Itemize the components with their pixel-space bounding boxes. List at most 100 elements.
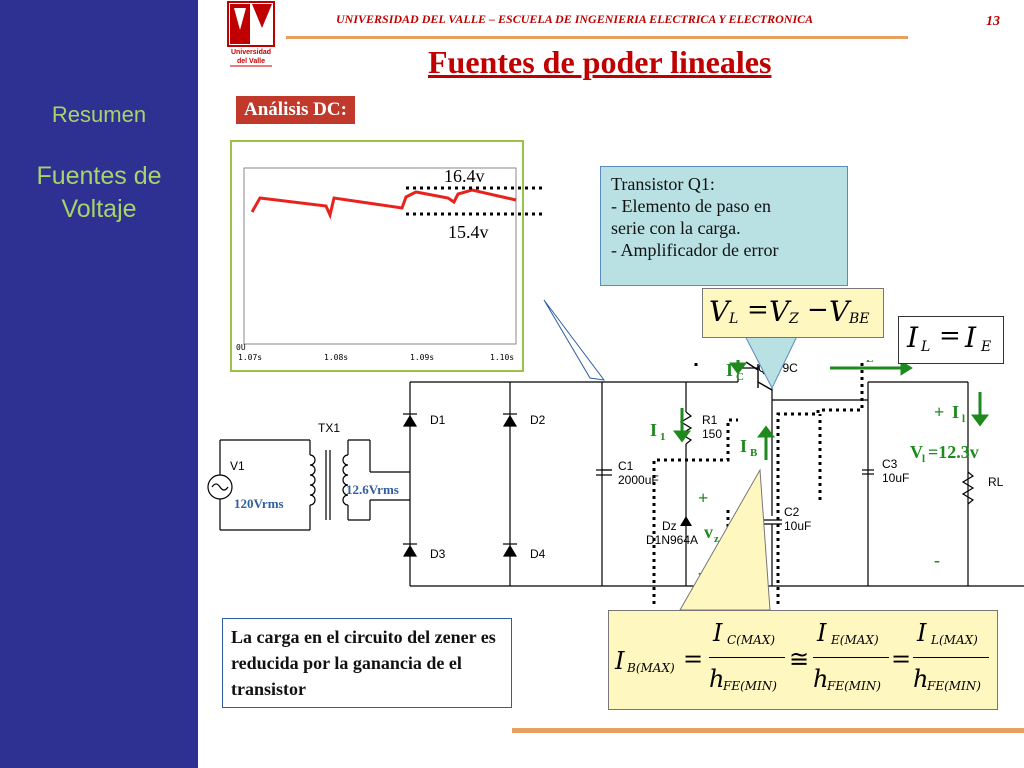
label-rl: RL <box>988 475 1004 489</box>
label-primary-voltage: 120Vrms <box>234 496 284 511</box>
scope-plot: 0U 1.07s 1.08s 1.09s 1.10s <box>230 140 524 372</box>
ib-d3: h <box>913 665 929 693</box>
label-d1: D1 <box>430 413 446 427</box>
ib-n2-sub: E(MAX) <box>831 633 879 647</box>
scope-x-tick-4: 1.10s <box>490 353 514 362</box>
ib-eq-2: = <box>891 645 912 673</box>
label-c3: C3 <box>882 457 898 471</box>
valley-voltage-label: 15.4v <box>448 222 489 242</box>
header-divider <box>286 36 908 39</box>
sidebar-topic[interactable]: Fuentes de Voltaje <box>0 160 198 226</box>
logo-text-1: Universidad <box>231 49 271 56</box>
scope-x-tick-3: 1.09s <box>410 353 434 362</box>
label-r1: R1 <box>702 413 718 427</box>
ib-frac-bar-1 <box>709 657 785 658</box>
level-markers <box>406 186 546 216</box>
label-i1-sub: 1 <box>660 431 666 443</box>
sidebar-summary[interactable]: Resumen <box>51 102 147 127</box>
label-transistor: T 9C <box>772 361 798 375</box>
scope-x-tick-1: 1.07s <box>238 353 262 362</box>
label-c1: C1 <box>618 459 634 473</box>
label-ib-sub: B <box>750 447 758 459</box>
label-ie-sub: E <box>866 360 873 365</box>
label-c2-val: 10uF <box>784 519 811 533</box>
analysis-badge: Análisis DC: <box>236 96 355 124</box>
header-university: UNIVERSIDAD DEL VALLE – ESCUELA DE INGEN… <box>336 12 814 26</box>
circuit-schematic: TX1 V1 D1 D2 D3 D4 C1 2000uF R1 150 C2 1… <box>207 360 1024 604</box>
footer-divider <box>512 728 1024 733</box>
label-il: I <box>952 402 959 422</box>
vl-vz: V <box>769 295 790 328</box>
sidebar-topic-line2: Voltaje <box>61 195 137 223</box>
label-d3: D3 <box>430 547 446 561</box>
vl-vz-sub: Z <box>789 311 799 327</box>
peak-voltage-label: 16.4v <box>444 166 485 186</box>
label-q: Q <box>758 361 767 375</box>
ib-approx: ≅ <box>789 645 810 673</box>
ib-frac-bar-3 <box>913 657 989 658</box>
ib-d2: h <box>813 665 829 693</box>
label-r1-val: 150 <box>702 427 722 441</box>
vl-vbe: V <box>829 295 850 328</box>
label-ic: I <box>726 360 733 380</box>
il-rhs-sub: E <box>981 339 992 355</box>
label-ic-sub: C <box>736 371 744 383</box>
vl-vbe-sub: BE <box>849 311 870 327</box>
label-d4: D4 <box>530 547 546 561</box>
ib-lhs-sub: B(MAX) <box>627 661 675 675</box>
transistor-note: Transistor Q1: - Elemento de paso en ser… <box>600 166 848 286</box>
label-il-sub: l <box>962 413 965 425</box>
label-dz-val: D1N964A <box>646 533 698 547</box>
label-vz-sub: z <box>714 533 719 545</box>
transistor-note-title: Transistor Q1: <box>611 174 715 194</box>
page-title: Fuentes de poder lineales <box>428 44 771 81</box>
logo-text-2: del Valle <box>237 58 265 65</box>
il-lhs-sub: L <box>921 339 931 355</box>
ib-lhs: I <box>615 647 625 675</box>
label-ie: I <box>856 360 863 364</box>
label-plus-zener: + <box>698 488 708 508</box>
label-c2: C2 <box>784 505 800 519</box>
ib-n3-sub: L(MAX) <box>931 633 978 647</box>
label-minus-zener: - <box>698 562 704 582</box>
label-c3-val: 10uF <box>882 471 909 485</box>
ib-n2: I <box>817 619 827 647</box>
page-title-text: Fuentes de poder lineales <box>428 44 772 80</box>
label-secondary-voltage: 12.6Vrms <box>346 482 399 497</box>
scope-y-zero: 0U <box>236 343 246 352</box>
ib-n1: I <box>713 619 723 647</box>
ib-d1: h <box>709 665 725 693</box>
ib-frac-bar-2 <box>813 657 889 658</box>
label-c1-val: 2000uF <box>618 473 659 487</box>
label-vl-sub: l <box>922 453 925 465</box>
page-number: 13 <box>986 14 1000 29</box>
transistor-note-line1: - Elemento de paso en <box>611 196 771 216</box>
vl-equation: V L = V Z − V BE <box>702 288 884 338</box>
label-d2: D2 <box>530 413 546 427</box>
ib-eq-1: = <box>683 645 704 673</box>
vl-lhs-sub: L <box>729 311 739 327</box>
transistor-note-line3: - Amplificador de error <box>611 240 779 260</box>
il-eq: = <box>939 321 961 351</box>
ib-n1-sub: C(MAX) <box>727 633 776 647</box>
il-rhs: I <box>965 321 977 354</box>
label-v1: V1 <box>230 459 245 473</box>
ib-d1-sub: FE(MIN) <box>723 679 777 693</box>
label-vl: V <box>910 442 923 462</box>
vl-minus: − <box>807 295 829 325</box>
sidebar-topic-line1: Fuentes de <box>36 162 162 190</box>
transistor-note-line2: serie con la carga. <box>611 218 741 238</box>
ib-d3-sub: FE(MIN) <box>927 679 981 693</box>
vl-eq: = <box>747 295 769 325</box>
ib-equation: I B(MAX) = I C(MAX) h FE(MIN) ≅ I E(MAX)… <box>608 610 998 710</box>
label-ib: I <box>740 436 747 456</box>
il-equation: I L = I E <box>898 316 1004 364</box>
label-vl-value: =12.3v <box>928 442 979 462</box>
label-dz: Dz <box>662 519 677 533</box>
sidebar: Resumen Fuentes de Voltaje <box>0 0 198 768</box>
label-minus-load: - <box>934 550 940 570</box>
ib-n3: I <box>917 619 927 647</box>
label-tx1: TX1 <box>318 421 340 435</box>
il-lhs: I <box>907 321 919 354</box>
scope-x-tick-2: 1.08s <box>324 353 348 362</box>
